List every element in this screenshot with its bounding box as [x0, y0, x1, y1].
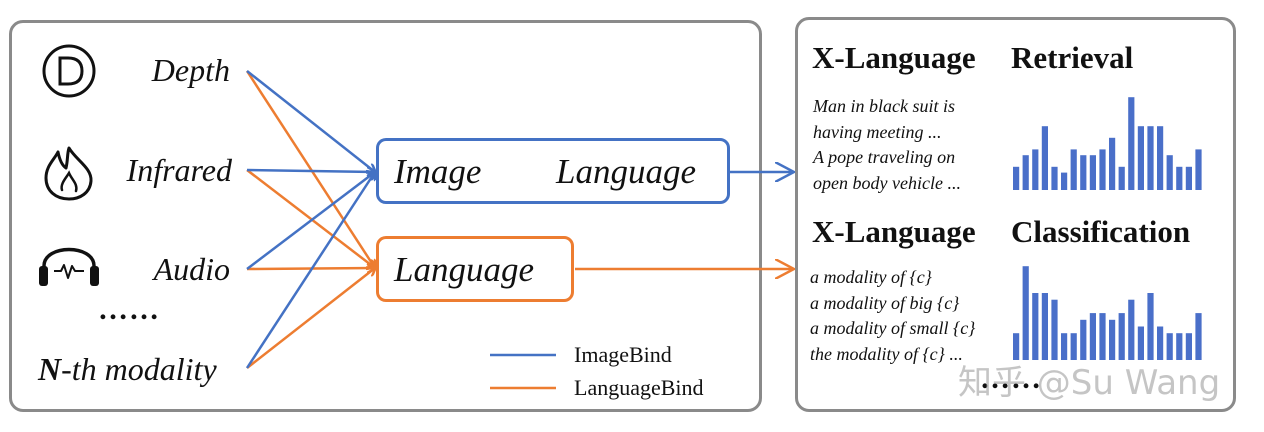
classification-example-3: a modality of small {c}: [810, 318, 976, 338]
flame-icon: [44, 146, 93, 201]
classification-bar: [1051, 299, 1058, 360]
left-panel: [9, 20, 762, 412]
classification-bar: [1109, 319, 1116, 360]
classification-bar-chart: [1013, 266, 1202, 360]
classification-bar: [1128, 299, 1135, 360]
classification-bar: [1032, 293, 1039, 360]
classification-example-2: a modality of big {c}: [810, 292, 960, 313]
depth-to-language-line: [245, 70, 375, 268]
retrieval-examples: Man in black suit is having meeting ... …: [813, 94, 961, 196]
legend-languagebind-label: LanguageBind: [574, 375, 704, 400]
retrieval-bar: [1022, 155, 1029, 190]
image-box-target-label: Language: [556, 152, 696, 191]
legend-imagebind-label: ImageBind: [574, 342, 672, 367]
retrieval-example-3: A pope traveling on: [813, 147, 956, 167]
language-box: [376, 236, 574, 302]
retrieval-bar: [1070, 149, 1077, 190]
retrieval-bar: [1061, 172, 1068, 190]
classification-heading-left: X-Language: [812, 214, 976, 249]
modality-ellipsis: ……: [98, 293, 160, 326]
classification-bar: [1070, 333, 1077, 360]
retrieval-heading-left: X-Language: [812, 40, 976, 75]
retrieval-bar: [1157, 126, 1164, 190]
modality-label-infrared: Infrared: [126, 152, 232, 188]
retrieval-bar-chart: [1013, 97, 1202, 190]
retrieval-bar: [1099, 149, 1106, 190]
modality-label-depth: Depth: [151, 52, 230, 88]
classification-examples: a modality of {c} a modality of big {c} …: [810, 265, 975, 367]
retrieval-bar: [1089, 155, 1096, 190]
depth-to-image-line: [246, 70, 375, 172]
headphones-icon: [39, 247, 99, 286]
classification-bar: [1099, 313, 1106, 360]
classification-bar: [1195, 313, 1202, 360]
classification-bar: [1147, 293, 1154, 360]
retrieval-bar: [1080, 155, 1087, 190]
modality-label-audio: Audio: [153, 251, 230, 287]
retrieval-example-2: having meeting ...: [813, 121, 942, 142]
retrieval-bar: [1195, 149, 1202, 190]
retrieval-bar: [1137, 126, 1144, 190]
retrieval-bar: [1032, 149, 1039, 190]
watermark-text: 知乎 @Su Wang: [958, 363, 1221, 403]
retrieval-bar: [1051, 166, 1058, 190]
retrieval-bar: [1166, 155, 1173, 190]
image-box-label: Image: [394, 152, 482, 191]
classification-bar: [1041, 293, 1048, 360]
retrieval-bar: [1109, 137, 1116, 190]
classification-example-1: a modality of {c}: [810, 267, 932, 287]
modality-label-nth-rest: -th modality: [61, 351, 217, 387]
retrieval-bar: [1147, 126, 1154, 190]
classification-bar: [1137, 326, 1144, 360]
retrieval-heading-right: Retrieval: [1011, 40, 1134, 75]
classification-bar: [1185, 333, 1192, 360]
classification-heading-right: Classification: [1011, 214, 1191, 249]
audio-to-image-line: [246, 172, 375, 270]
classification-example-4: the modality of {c} ...: [810, 343, 963, 364]
classification-bar: [1061, 333, 1068, 360]
retrieval-bar: [1128, 97, 1135, 190]
modality-label-nth: N-th modality: [38, 351, 217, 387]
depth-d-icon: [42, 44, 96, 98]
classification-bar: [1157, 326, 1164, 360]
classification-bar: [1176, 333, 1183, 360]
retrieval-bar: [1185, 166, 1192, 190]
retrieval-bar: [1013, 166, 1020, 190]
retrieval-example-4: open body vehicle ...: [813, 172, 961, 193]
classification-bar: [1022, 266, 1029, 360]
classification-bar: [1080, 319, 1087, 360]
retrieval-bar: [1176, 166, 1183, 190]
nth-to-language-line: [246, 268, 375, 369]
nth-to-image-line: [245, 172, 375, 369]
retrieval-bar: [1041, 126, 1048, 190]
classification-bar: [1166, 333, 1173, 360]
classification-bar: [1013, 333, 1020, 360]
retrieval-example-1: Man in black suit is: [813, 96, 955, 116]
classification-bar: [1089, 313, 1096, 360]
language-box-label: Language: [394, 250, 534, 289]
retrieval-bar: [1118, 166, 1125, 190]
classification-bar: [1118, 313, 1125, 360]
image-language-box: [376, 138, 730, 204]
infrared-to-image-line: [246, 170, 375, 172]
right-ellipsis: ……: [980, 362, 1042, 395]
